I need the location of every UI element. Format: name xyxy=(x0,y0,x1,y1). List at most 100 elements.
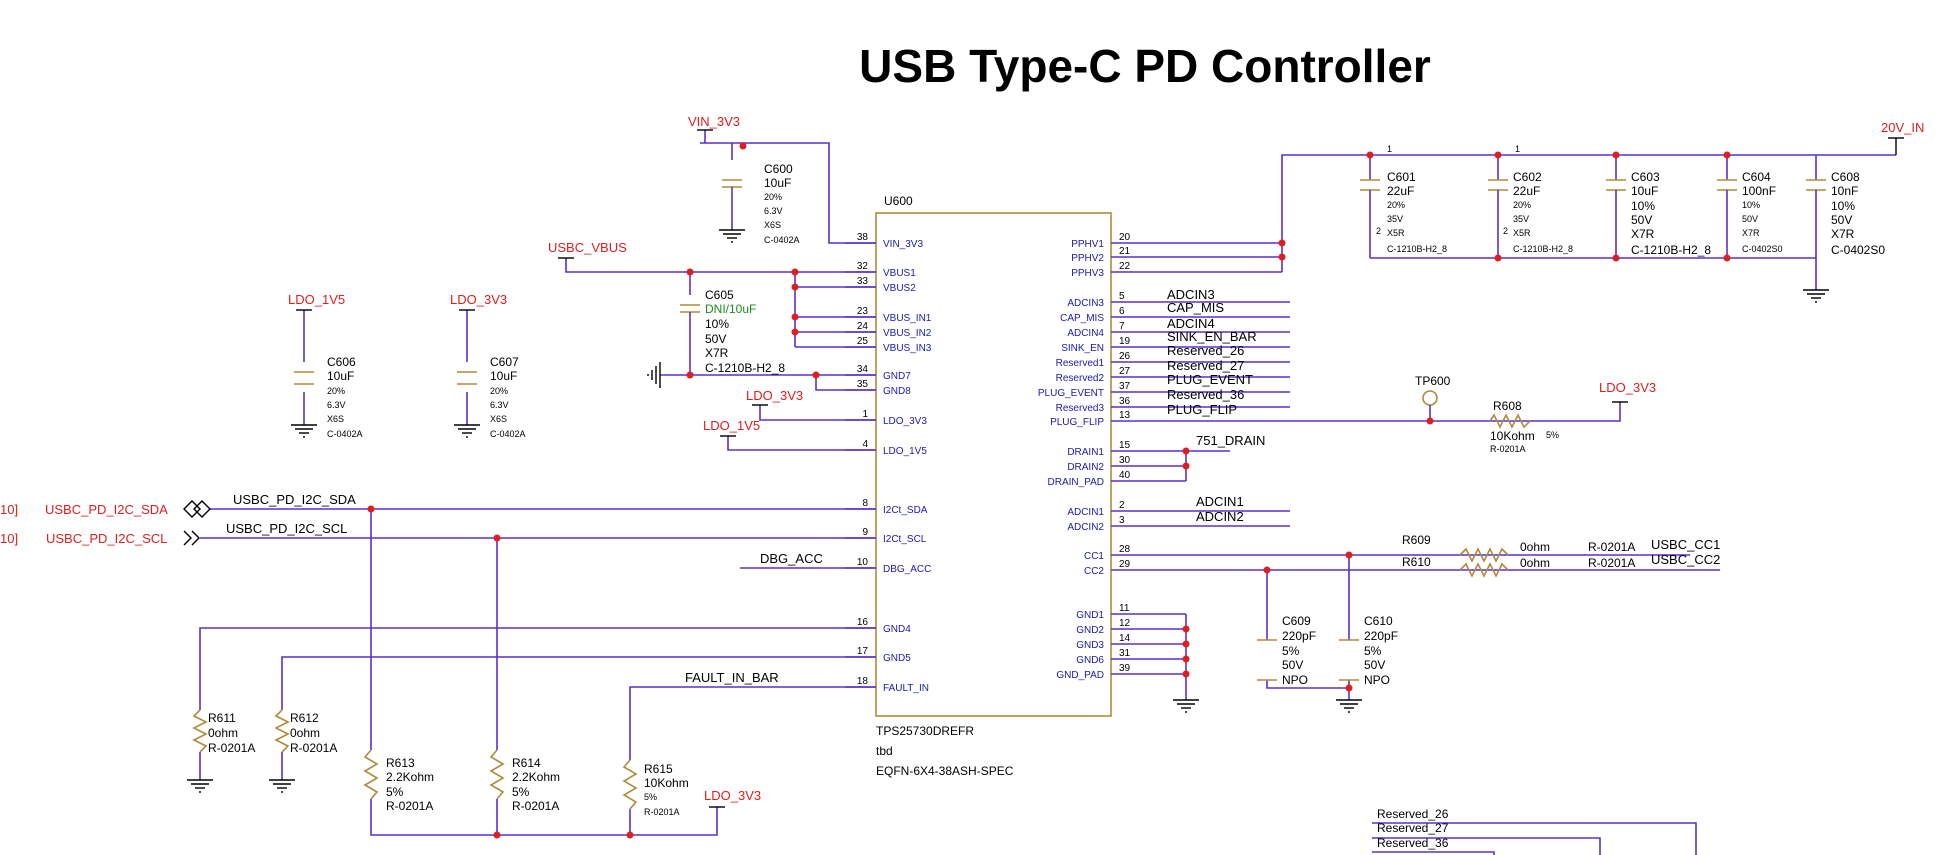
pin-name: I2Ct_SDA xyxy=(883,505,928,516)
resistor-r611[interactable]: R611 0ohm R-0201A xyxy=(192,709,255,780)
capacitor-c606[interactable]: C606 10uF 20% 6.3V X6S C-0402A xyxy=(294,355,363,439)
capacitor-c605[interactable]: C605 DNI/10uF 10% 50V X7R C-1210B-H2_8 xyxy=(680,288,785,375)
c607-ref: C607 xyxy=(490,355,519,369)
c600-ref: C600 xyxy=(764,162,793,176)
svg-text:1: 1 xyxy=(1515,144,1520,154)
pin-name: VBUS_IN2 xyxy=(883,328,932,339)
svg-text:20%: 20% xyxy=(764,192,782,202)
r613-ref: R613 xyxy=(386,756,415,770)
capacitor-c604[interactable]: C604 100nF 10% 50V X7R C-0402S0 xyxy=(1717,155,1783,258)
pin-number: 6 xyxy=(1119,306,1125,317)
wire-gnd4 xyxy=(199,627,876,710)
svg-text:50V: 50V xyxy=(1282,658,1303,672)
port-scl[interactable] xyxy=(183,530,200,546)
pin-name: PPHV2 xyxy=(1071,253,1104,264)
ground-icon xyxy=(719,229,745,243)
pin-number: 18 xyxy=(857,676,869,687)
pin-name: PPHV3 xyxy=(1071,268,1104,279)
tp600-label: TP600 xyxy=(1415,374,1451,388)
r609-ref: R609 xyxy=(1402,533,1431,547)
r612-ref: R612 xyxy=(290,711,319,725)
svg-text:X6S: X6S xyxy=(764,220,781,230)
ground-icon xyxy=(187,779,213,793)
resistor-r613[interactable]: R613 2.2Kohm 5% R-0201A xyxy=(363,749,434,832)
svg-text:5%: 5% xyxy=(512,785,530,799)
ic-u600[interactable]: U600 TPS25730DREFR tbd EQFN-6X4-38ASH-SP… xyxy=(845,194,1131,778)
resistor-r610[interactable]: R610 0ohm R-0201A xyxy=(1402,555,1635,578)
resistor-r608[interactable]: R608 10Kohm 5% R-0201A xyxy=(1489,399,1559,454)
c602-ref: C602 xyxy=(1513,170,1542,184)
port-sda[interactable] xyxy=(183,500,211,518)
resistor-r612[interactable]: R612 0ohm R-0201A xyxy=(274,709,337,780)
svg-text:C-0402S0: C-0402S0 xyxy=(1742,244,1783,254)
svg-text:X6S: X6S xyxy=(490,414,507,424)
capacitor-c608[interactable]: C608 10nF 10% 50V X7R C-0402S0 xyxy=(1806,155,1885,258)
capacitor-c601[interactable]: 1 2 C601 22uF 20% 35V X5R C-1210B-H2_8 xyxy=(1360,144,1447,258)
svg-text:C-0402A: C-0402A xyxy=(764,235,800,245)
net-labels: VIN_3V3 USBC_VBUS LDO_1V5 LDO_3V3 LDO_3V… xyxy=(0,114,1924,850)
pin-name: GND6 xyxy=(1076,655,1104,666)
ic-package: EQFN-6X4-38ASH-SPEC xyxy=(876,764,1014,778)
page-title: USB Type-C PD Controller xyxy=(859,40,1431,92)
pin-number: 35 xyxy=(857,379,869,390)
net-fault-in-bar: FAULT_IN_BAR xyxy=(685,670,779,685)
r608-ref: R608 xyxy=(1493,399,1522,413)
resistor-r609[interactable]: R609 0ohm R-0201A xyxy=(1402,533,1635,563)
capacitor-c602[interactable]: 1 2 C602 22uF 20% 35V X5R C-1210B-H2_8 xyxy=(1488,144,1573,258)
net-ldo-3v3-r615: LDO_3V3 xyxy=(704,788,761,803)
pin-name: DRAIN2 xyxy=(1067,462,1104,473)
capacitor-c600[interactable]: C600 10uF 20% 6.3V X6S C-0402A xyxy=(722,162,800,245)
capacitor-c609[interactable]: C609 220pF 5% 50V NPO xyxy=(1257,614,1316,687)
net-reserved-26: Reserved_26 xyxy=(1167,343,1244,358)
pin-name: Reserved2 xyxy=(1056,373,1105,384)
pin-name: GND1 xyxy=(1076,610,1104,621)
pin-name: GND5 xyxy=(883,653,911,664)
resistor-r614[interactable]: R614 2.2Kohm 5% R-0201A xyxy=(489,749,560,832)
pin-number: 27 xyxy=(1119,366,1131,377)
wire-r608 xyxy=(1480,402,1621,422)
c604-value: 100nF xyxy=(1742,184,1776,198)
ground-icon xyxy=(269,779,295,793)
pin-number: 11 xyxy=(1119,603,1130,614)
svg-text:NPO: NPO xyxy=(1282,673,1308,687)
pin-name: GND4 xyxy=(883,624,911,635)
r613-value: 2.2Kohm xyxy=(386,770,434,784)
svg-text:6.3V: 6.3V xyxy=(490,400,509,410)
net-vin-3v3: VIN_3V3 xyxy=(688,114,740,129)
net-adcin4: ADCIN4 xyxy=(1167,316,1215,331)
net-scl: USBC_PD_I2C_SCL xyxy=(226,521,347,536)
svg-text:10%: 10% xyxy=(1742,200,1760,210)
c608-value: 10nF xyxy=(1831,184,1858,198)
svg-text:6.3V: 6.3V xyxy=(764,206,783,216)
pin-name: GND_PAD xyxy=(1056,670,1104,681)
svg-text:10%: 10% xyxy=(1631,199,1655,213)
capacitor-c607[interactable]: C607 10uF 20% 6.3V X6S C-0402A xyxy=(457,355,526,439)
wire-20v-in xyxy=(1281,154,1896,272)
pin-number: 19 xyxy=(1119,336,1131,347)
wire-ldo-3v3-pin xyxy=(759,405,876,421)
svg-text:2: 2 xyxy=(1503,226,1508,236)
svg-text:20%: 20% xyxy=(327,386,345,396)
ground-symbols xyxy=(187,229,1829,793)
svg-text:NPO: NPO xyxy=(1364,673,1390,687)
pin-name: ADCIN3 xyxy=(1067,298,1104,309)
net-plug-flip: PLUG_FLIP xyxy=(1167,402,1237,417)
pin-number: 31 xyxy=(1119,648,1131,659)
capacitor-c603[interactable]: C603 10uF 10% 50V X7R C-1210B-H2_8 xyxy=(1606,155,1711,258)
svg-text:X7R: X7R xyxy=(1631,227,1655,241)
svg-text:C-1210B-H2_8: C-1210B-H2_8 xyxy=(705,361,785,375)
test-point-tp600[interactable]: TP600 xyxy=(1415,374,1451,421)
resistor-r615[interactable]: R615 10Kohm 5% R-0201A xyxy=(622,759,689,832)
capacitor-c610[interactable]: C610 220pF 5% 50V NPO xyxy=(1339,614,1398,687)
net-20v-in: 20V_IN xyxy=(1881,120,1924,135)
svg-text:X7R: X7R xyxy=(705,346,729,360)
c603-ref: C603 xyxy=(1631,170,1660,184)
